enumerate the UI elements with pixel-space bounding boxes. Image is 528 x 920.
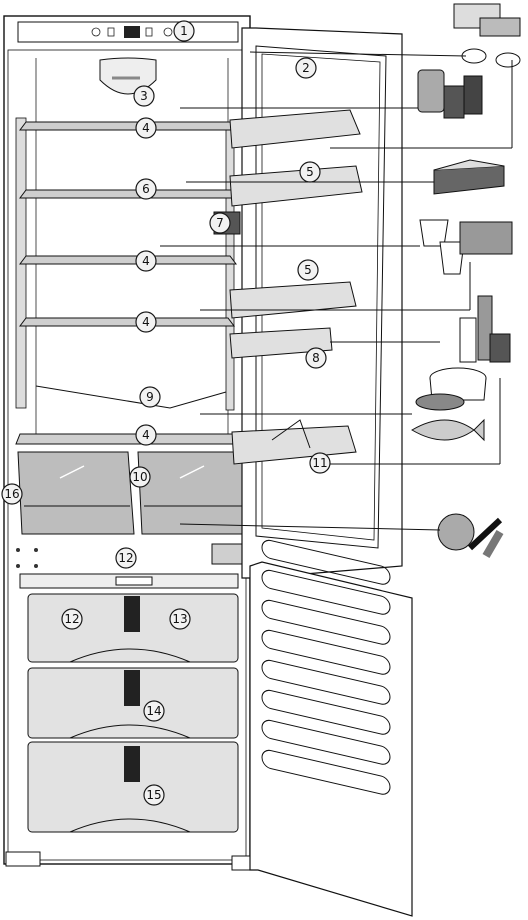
svg-text:1: 1 (180, 24, 188, 38)
callout-8: 8 (305, 347, 327, 369)
callout-6: 6 (135, 178, 157, 200)
svg-text:12: 12 (64, 612, 79, 626)
freezer-section (19, 573, 239, 833)
callout-13: 13 (169, 608, 191, 630)
callout-9: 9 (139, 386, 161, 408)
door-shelves-lower (261, 539, 391, 795)
callout-5b: 5 (297, 259, 319, 281)
callout-4c: 4 (135, 311, 157, 333)
callout-4d: 4 (135, 424, 157, 446)
svg-text:3: 3 (140, 89, 148, 103)
bottle-rack (35, 385, 227, 409)
svg-text:6: 6 (142, 182, 150, 196)
callout-1: 1 (173, 20, 195, 42)
svg-text:13: 13 (172, 612, 187, 626)
svg-text:4: 4 (142, 315, 150, 329)
callout-4b: 4 (135, 250, 157, 272)
bottles-icon (459, 295, 511, 363)
svg-text:11: 11 (312, 456, 327, 470)
svg-text:5: 5 (306, 165, 314, 179)
callout-12a: 12 (115, 547, 137, 569)
svg-text:12: 12 (118, 551, 133, 565)
svg-text:5: 5 (304, 263, 312, 277)
leader-lines (160, 51, 513, 531)
callout-10: 10 (129, 466, 151, 488)
callout-5a: 5 (299, 161, 321, 183)
pot-fish-icon (411, 367, 487, 442)
svg-text:14: 14 (146, 704, 161, 718)
lower-door (249, 539, 413, 917)
svg-text:7: 7 (216, 216, 224, 230)
callout-3: 3 (133, 85, 155, 107)
svg-text:4: 4 (142, 121, 150, 135)
vegetable-crispers (17, 451, 251, 535)
svg-text:15: 15 (146, 788, 161, 802)
yogurt-icon (419, 219, 513, 275)
callout-14: 14 (143, 700, 165, 722)
callout-11: 11 (309, 452, 331, 474)
svg-text:9: 9 (146, 390, 154, 404)
control-panel (17, 21, 239, 43)
glass-shelves (15, 121, 241, 445)
svg-text:10: 10 (132, 470, 147, 484)
callout-16: 16 (1, 483, 23, 505)
vegetables-icon (437, 513, 504, 559)
butter-cheese-icon (453, 3, 521, 68)
callout-2: 2 (295, 57, 317, 79)
interior-light (99, 57, 157, 95)
callout-7: 7 (209, 212, 231, 234)
svg-text:4: 4 (142, 254, 150, 268)
callout-12b: 12 (61, 608, 83, 630)
svg-text:4: 4 (142, 428, 150, 442)
callout-4a: 4 (135, 117, 157, 139)
svg-text:16: 16 (4, 487, 19, 501)
svg-text:2: 2 (302, 61, 310, 75)
jars-cans-icon (417, 69, 483, 119)
svg-text:8: 8 (312, 351, 320, 365)
cake-icon (433, 159, 505, 195)
callout-15: 15 (143, 784, 165, 806)
